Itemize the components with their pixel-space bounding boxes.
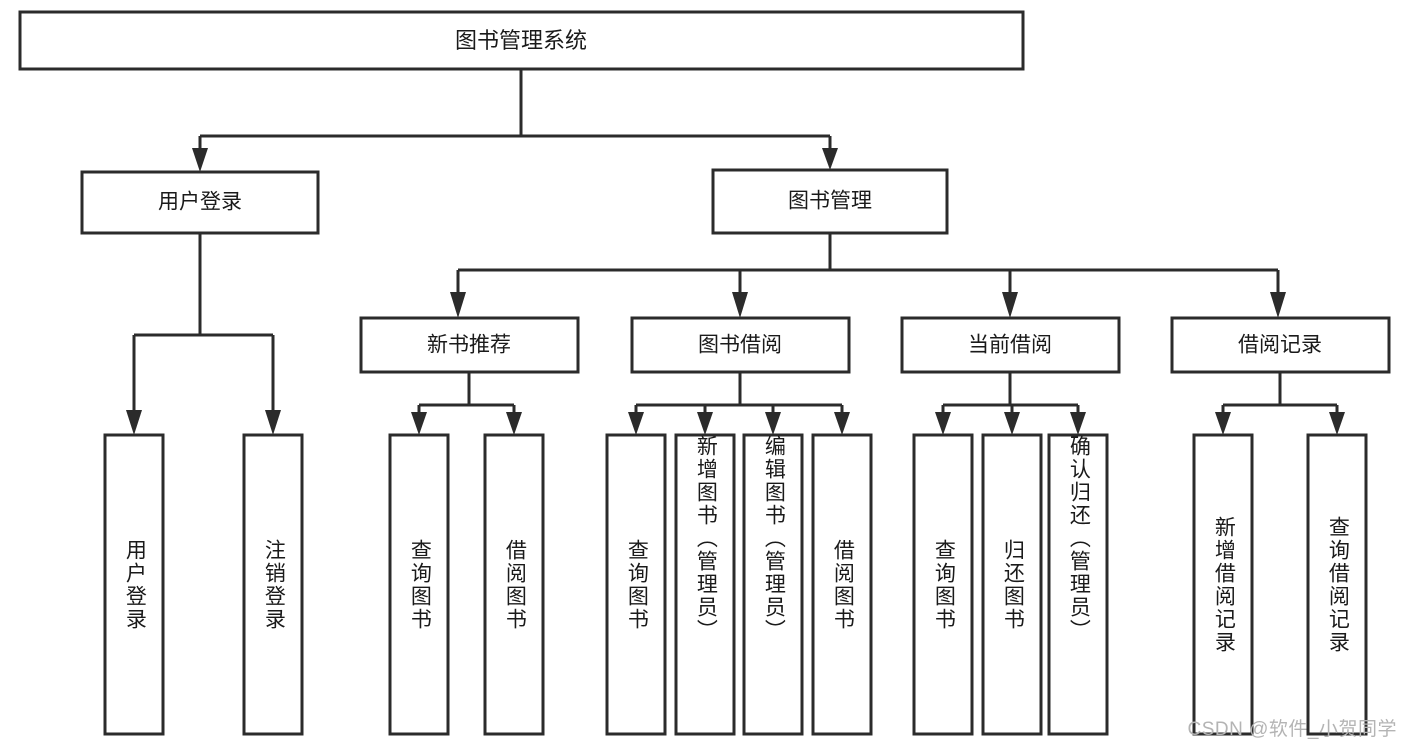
- leaf-box-query-book-bb[interactable]: [605, 433, 667, 736]
- arrow-head-leaf-user-login: [126, 410, 142, 435]
- leaf-box-query-borrow-record[interactable]: [1306, 433, 1368, 736]
- leaf-box-user-login[interactable]: [103, 433, 165, 736]
- node-book-borrow-label: 图书借阅: [698, 334, 782, 357]
- arrow-head-cb-leaf-3: [1070, 412, 1086, 435]
- arrow-head-br-leaf-2: [1329, 412, 1345, 435]
- arrow-head-leaf-logout: [265, 410, 281, 435]
- leaf-box-borrow-book-nbr[interactable]: [483, 433, 545, 736]
- connector-user-login-to-leaves: [126, 233, 281, 435]
- arrow-head-book-borrow: [732, 292, 748, 318]
- node-borrow-record[interactable]: 借阅记录: [1170, 316, 1391, 374]
- leaf-box-logout[interactable]: [242, 433, 304, 736]
- node-user-login-label: 用户登录: [158, 191, 242, 214]
- node-book-management-label: 图书管理: [788, 190, 872, 213]
- node-current-borrow-label: 当前借阅: [968, 334, 1052, 357]
- node-book-management-box: [711, 168, 949, 235]
- csdn-watermark: CSDN @软件_小贺同学: [1187, 719, 1397, 740]
- connector-new-book-rec-to-leaves: [411, 372, 522, 435]
- arrow-head-current-borrow: [1002, 292, 1018, 318]
- node-current-borrow-box: [900, 316, 1121, 374]
- arrow-head-bb-leaf-3: [765, 412, 781, 435]
- arrow-head-book-mgmt: [822, 148, 838, 170]
- node-book-borrow[interactable]: 图书借阅: [630, 316, 851, 374]
- node-book-borrow-box: [630, 316, 851, 374]
- connector-book-mgmt-to-level3: [450, 233, 1286, 318]
- leaf-box-query-book-cb[interactable]: [912, 433, 974, 736]
- node-new-book-recommend[interactable]: 新书推荐: [359, 316, 580, 374]
- node-current-borrow[interactable]: 当前借阅: [900, 316, 1121, 374]
- arrow-head-bb-leaf-2: [697, 412, 713, 435]
- leaf-box-add-borrow-record[interactable]: [1192, 433, 1254, 736]
- arrow-head-br-leaf-1: [1215, 412, 1231, 435]
- leaf-box-return-book[interactable]: [981, 433, 1043, 736]
- node-borrow-record-label: 借阅记录: [1238, 334, 1322, 357]
- arrow-head-bb-leaf-4: [834, 412, 850, 435]
- arrow-head-bb-leaf-1: [628, 412, 644, 435]
- arrow-head-nbr-leaf-1: [411, 412, 427, 435]
- arrow-head-new-book-rec: [450, 292, 466, 318]
- arrow-head-cb-leaf-1: [935, 412, 951, 435]
- leaf-box-add-book-admin[interactable]: [674, 433, 736, 736]
- node-root-label: 图书管理系统: [455, 28, 587, 53]
- connector-root-to-level2: [192, 69, 838, 172]
- leaf-box-borrow-book-bb[interactable]: [811, 433, 873, 736]
- connector-borrow-record-to-leaves: [1215, 372, 1345, 435]
- leaf-box-edit-book-admin[interactable]: [742, 433, 804, 736]
- connector-book-borrow-to-leaves: [628, 372, 850, 435]
- arrow-head-user-login: [192, 148, 208, 172]
- arrow-head-borrow-record: [1270, 292, 1286, 318]
- leaf-box-confirm-return-admin[interactable]: [1047, 433, 1109, 736]
- node-new-book-recommend-box: [359, 316, 580, 374]
- leaf-boxes: [103, 433, 1368, 736]
- connector-current-borrow-to-leaves: [935, 372, 1086, 435]
- arrow-head-nbr-leaf-2: [506, 412, 522, 435]
- node-root-box: [18, 10, 1025, 71]
- node-book-management[interactable]: 图书管理: [711, 168, 949, 235]
- leaf-box-query-book-nbr[interactable]: [388, 433, 450, 736]
- node-root[interactable]: 图书管理系统: [18, 10, 1025, 71]
- node-new-book-recommend-label: 新书推荐: [427, 334, 511, 357]
- node-user-login[interactable]: 用户登录: [80, 170, 320, 235]
- node-borrow-record-box: [1170, 316, 1391, 374]
- arrow-head-cb-leaf-2: [1004, 412, 1020, 435]
